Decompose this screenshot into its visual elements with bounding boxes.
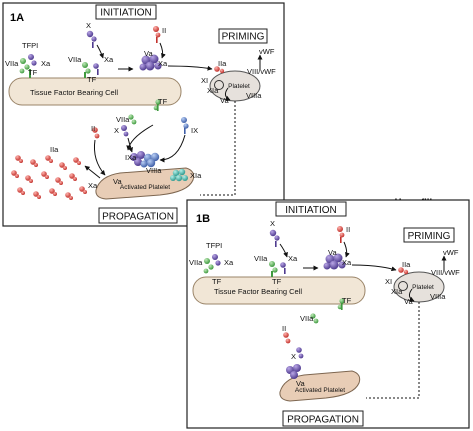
va-label: Va <box>328 248 337 257</box>
x-label: X <box>291 352 296 361</box>
tf-label: TF <box>212 277 222 286</box>
va-label: Va <box>404 297 413 306</box>
tf-label: TF <box>87 75 97 84</box>
initiation-title: INITIATION <box>285 205 336 216</box>
propagation-title: PROPAGATION <box>287 415 359 426</box>
xia-label: XIa <box>190 171 202 180</box>
xi-label: XI <box>385 277 392 286</box>
initiation-box <box>275 201 347 217</box>
viia-label: VIIa <box>300 314 314 323</box>
tf-label: TF <box>342 296 352 305</box>
platelet-receptor-icon <box>398 281 408 291</box>
viia-label: VIIa <box>116 115 130 124</box>
va-label: Va <box>144 49 153 58</box>
ii-label: II <box>346 225 350 234</box>
xa-label: Xa <box>288 254 298 263</box>
viia-label: VIIa <box>189 258 203 267</box>
panel-1a-label: 1A <box>10 12 24 24</box>
viii-vwf-label: VIII/vWF <box>247 67 276 76</box>
tfpi-label: TFPI <box>206 241 222 250</box>
ii-label: II <box>91 124 95 133</box>
initiation-box <box>95 4 157 20</box>
panel-1b: Hemofilia 1B INITIATION PRIMING PROPAGAT… <box>186 197 470 429</box>
propagation-box <box>282 410 364 427</box>
molecules-propagation <box>11 117 189 200</box>
xia-label: XIa <box>391 287 403 296</box>
ii-label: II <box>162 26 166 35</box>
xi-label: XI <box>201 76 208 85</box>
xa-label: Xa <box>342 258 352 267</box>
activated-platelet-label: Activated Platelet <box>120 184 170 191</box>
va-label: Va <box>220 96 229 105</box>
xa-label: Xa <box>104 55 114 64</box>
x-label: X <box>114 126 119 135</box>
arrows-1a <box>84 42 263 196</box>
platelet-receptor-icon <box>214 80 224 90</box>
xa-label: Xa <box>88 181 98 190</box>
molecules-1b <box>203 226 409 379</box>
ixa-label: IXa <box>125 153 137 162</box>
vwf-label: vWF <box>259 47 275 56</box>
labels-1b: TFPI VIIa Xa TF X VIIa Xa TF Va Xa II II… <box>189 219 460 388</box>
va-label: Va <box>113 177 122 186</box>
x-label: X <box>270 219 275 228</box>
priming-box <box>403 227 455 243</box>
viiia-label: VIIIa <box>146 166 162 175</box>
priming-title: PRIMING <box>408 231 451 242</box>
tissue-factor-cell <box>8 77 182 106</box>
activated-platelet <box>95 167 195 200</box>
tf-label: TF <box>158 97 168 106</box>
ix-label: IX <box>191 126 198 135</box>
xia-label: XIa <box>207 86 219 95</box>
viia-label: VIIa <box>68 55 82 64</box>
va-label: Va <box>296 379 305 388</box>
molecules-initiation <box>19 26 225 125</box>
iia-label: IIa <box>402 260 411 269</box>
priming-box <box>218 28 268 44</box>
activated-platelet-label: Activated Platelet <box>295 387 345 394</box>
tf-label: TF <box>28 68 38 77</box>
xa-label: Xa <box>158 59 168 68</box>
viia-label: VIIa <box>254 254 268 263</box>
viia-label: VIIa <box>5 59 19 68</box>
ii-label: II <box>282 324 286 333</box>
tfpi-label: TFPI <box>22 41 38 50</box>
x-label: X <box>86 21 91 30</box>
tissue-factor-cell <box>192 276 366 305</box>
propagation-title: PROPAGATION <box>102 212 174 223</box>
viiia-label: VIIIa <box>430 292 446 301</box>
propagation-box <box>98 207 178 224</box>
labels-1a: TFPI VIIa Xa TF X VIIa Xa TF Va Xa II II… <box>5 21 276 190</box>
priming-title: PRIMING <box>222 32 265 43</box>
vwf-label: vWF <box>443 248 459 257</box>
platelet-label: Platelet <box>412 284 434 291</box>
tf-label: TF <box>272 277 282 286</box>
viii-vwf-label: VIII/vWF <box>431 268 460 277</box>
tissue-factor-cell-label: Tissue Factor Bearing Cell <box>30 88 118 97</box>
panel-1b-label: 1B <box>196 213 210 225</box>
thrombin-burst <box>11 155 87 200</box>
iia-label: IIa <box>218 59 227 68</box>
platelet-label: Platelet <box>228 83 250 90</box>
viiia-label: VIIIa <box>246 91 262 100</box>
arrows-1b <box>279 241 447 399</box>
initiation-title: INITIATION <box>100 8 151 19</box>
panel-1a: 1A INITIATION PRIMING PROPAGATION Tissue… <box>2 2 285 227</box>
tissue-factor-cell-label: Tissue Factor Bearing Cell <box>214 287 302 296</box>
xa-label: Xa <box>224 258 234 267</box>
xa-label: Xa <box>41 59 51 68</box>
iia-label: IIa <box>50 145 59 154</box>
